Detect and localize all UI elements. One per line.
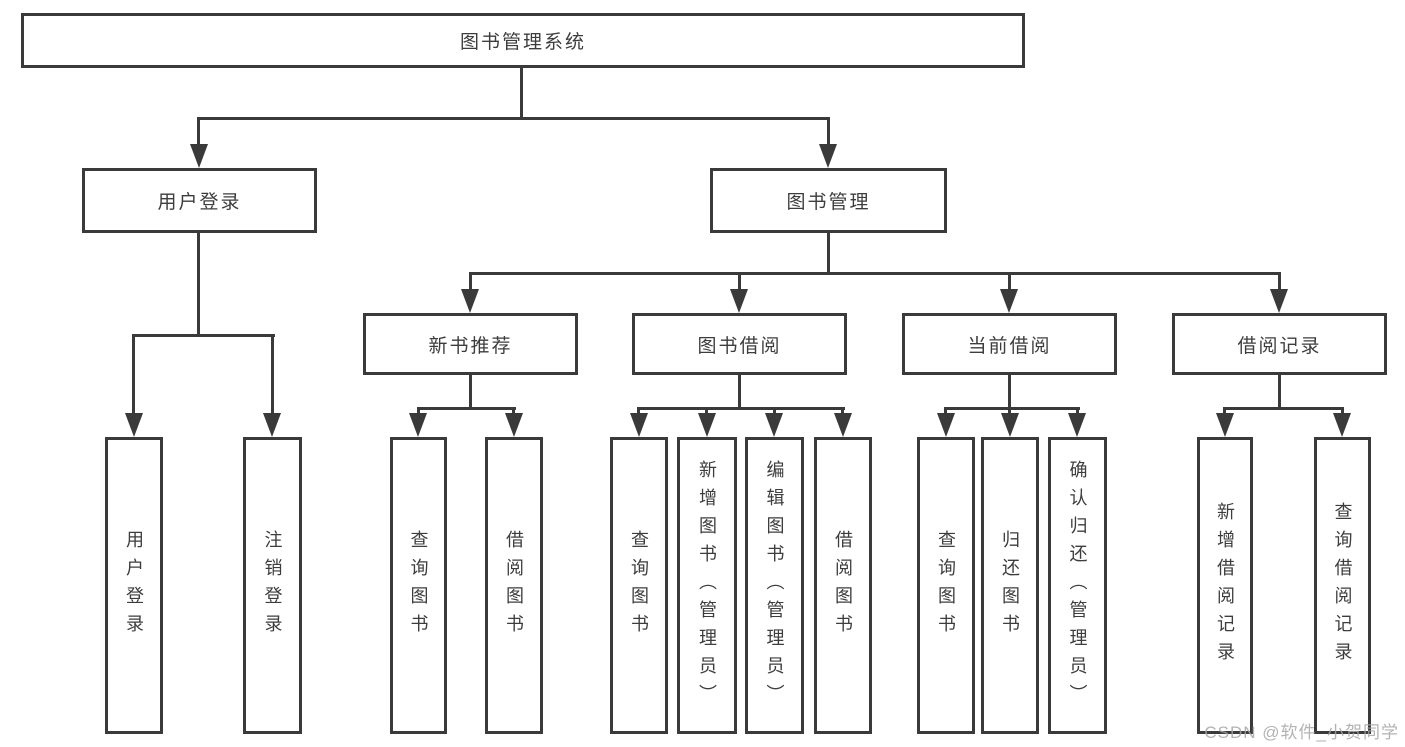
node-book-management: 图书管理 <box>710 168 947 233</box>
leaf-edit-books-admin: 编辑图书（管理员） <box>745 437 804 734</box>
connector-line <box>469 272 1281 275</box>
connector-line <box>132 334 275 337</box>
connector-line <box>773 408 776 416</box>
connector-line <box>469 273 472 291</box>
connector-line <box>1008 408 1011 416</box>
leaf-confirm-return-admin: 确认归还（管理员） <box>1048 437 1107 734</box>
leaf-query-books-2-label: 查询图书 <box>629 529 649 642</box>
leaf-query-borrow-record: 查询借阅记录 <box>1314 437 1371 734</box>
leaf-borrow-books-2: 借阅图书 <box>814 437 872 734</box>
connector-arrow <box>1068 413 1086 437</box>
connector-arrow <box>1333 413 1351 437</box>
connector-arrow <box>834 413 852 437</box>
connector-line <box>944 408 947 416</box>
leaf-add-books-admin: 新增图书（管理员） <box>677 437 737 734</box>
connector-line <box>1008 375 1011 409</box>
connector-line <box>944 407 1080 410</box>
node-new-book-recommend: 新书推荐 <box>363 313 578 375</box>
connector-line <box>197 233 200 337</box>
node-user-login: 用户登录 <box>82 168 317 233</box>
leaf-user-login-label: 用户登录 <box>124 529 144 642</box>
leaf-add-books-admin-label: 新增图书（管理员） <box>697 459 717 712</box>
node-book-borrowing: 图书借阅 <box>632 313 847 375</box>
connector-line <box>738 273 741 291</box>
connector-line <box>1223 407 1344 410</box>
leaf-add-borrow-record: 新增借阅记录 <box>1197 437 1253 734</box>
connector-arrow <box>630 413 648 437</box>
leaf-query-books-1-label: 查询图书 <box>408 529 429 642</box>
connector-line <box>197 118 200 146</box>
connector-line <box>271 335 274 415</box>
watermark: CSDN @软件_小贺同学 <box>1204 723 1399 742</box>
leaf-logout-label: 注销登录 <box>262 529 283 642</box>
connector-line <box>417 408 420 416</box>
leaf-query-books-3-label: 查询图书 <box>936 529 956 642</box>
leaf-borrow-books-1-label: 借阅图书 <box>504 529 524 642</box>
connector-line <box>1278 273 1281 291</box>
leaf-query-books-2: 查询图书 <box>610 437 668 734</box>
connector-arrow <box>1000 289 1018 313</box>
leaf-query-books-1: 查询图书 <box>390 437 447 734</box>
connector-arrow <box>1001 413 1019 437</box>
connector-line <box>1008 273 1011 291</box>
connector-line <box>1341 408 1344 416</box>
node-borrowing-records: 借阅记录 <box>1172 313 1387 375</box>
connector-line <box>637 407 845 410</box>
connector-line <box>637 408 640 416</box>
connector-arrow <box>125 413 143 437</box>
connector-line <box>520 68 523 120</box>
connector-arrow <box>409 413 427 437</box>
connector-line <box>1076 408 1079 416</box>
connector-arrow <box>190 144 208 168</box>
connector-arrow <box>263 413 281 437</box>
connector-line <box>827 233 830 275</box>
connector-arrow <box>505 413 523 437</box>
connector-line <box>705 408 708 416</box>
node-root: 图书管理系统 <box>21 13 1025 68</box>
connector-arrow <box>698 413 716 437</box>
leaf-add-borrow-record-label: 新增借阅记录 <box>1215 501 1235 670</box>
leaf-return-books: 归还图书 <box>981 437 1039 734</box>
connector-line <box>841 408 844 416</box>
leaf-borrow-books-1: 借阅图书 <box>485 437 543 734</box>
leaf-query-books-3: 查询图书 <box>917 437 975 734</box>
connector-line <box>1223 408 1226 416</box>
node-current-borrowing: 当前借阅 <box>902 313 1117 375</box>
leaf-logout: 注销登录 <box>243 437 302 734</box>
leaf-user-login: 用户登录 <box>105 437 163 734</box>
connector-line <box>132 335 135 415</box>
connector-arrow <box>1216 413 1234 437</box>
connector-line <box>738 375 741 409</box>
connector-arrow <box>937 413 955 437</box>
leaf-edit-books-admin-label: 编辑图书（管理员） <box>764 459 785 712</box>
leaf-confirm-return-admin-label: 确认归还（管理员） <box>1067 459 1088 712</box>
leaf-borrow-books-2-label: 借阅图书 <box>833 529 853 642</box>
connector-arrow <box>1270 289 1288 313</box>
connector-arrow <box>819 144 837 168</box>
connector-line <box>512 408 515 416</box>
connector-arrow <box>765 413 783 437</box>
connector-line <box>1278 375 1281 409</box>
leaf-return-books-label: 归还图书 <box>1000 529 1020 642</box>
connector-line <box>469 375 472 409</box>
connector-arrow <box>730 289 748 313</box>
connector-line <box>827 118 830 146</box>
connector-line <box>197 117 830 120</box>
leaf-query-borrow-record-label: 查询借阅记录 <box>1332 501 1353 670</box>
connector-arrow <box>461 289 479 313</box>
connector-line <box>417 407 516 410</box>
